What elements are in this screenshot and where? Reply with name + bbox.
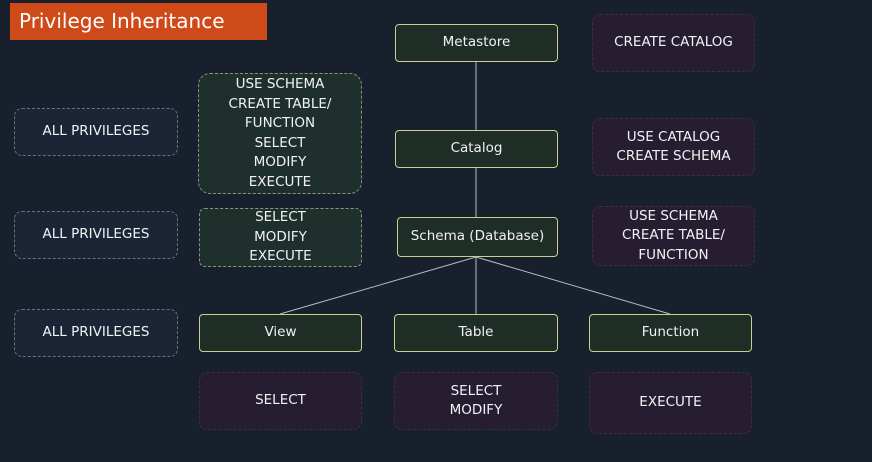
catalog-all-privileges: ALL PRIVILEGES [14,108,178,156]
schema-function-connector [475,256,671,315]
view-privileges: SELECT [199,372,362,430]
catalog-privileges: USE CATALOG CREATE SCHEMA [592,118,755,176]
page-title: Privilege Inheritance [10,3,267,40]
schema-inherited-grants: SELECT MODIFY EXECUTE [199,208,362,267]
schema-privileges: USE SCHEMA CREATE TABLE/ FUNCTION [592,206,755,266]
metastore-privileges: CREATE CATALOG [592,14,755,72]
catalog-inherited-grants: USE SCHEMA CREATE TABLE/ FUNCTION SELECT… [198,73,362,194]
schema-node: Schema (Database) [397,217,558,257]
function-node: Function [589,314,752,352]
table-privileges: SELECT MODIFY [394,372,558,430]
view-node: View [199,314,362,352]
function-privileges: EXECUTE [589,372,752,434]
metastore-node: Metastore [395,24,558,62]
schema-view-connector [279,256,477,315]
object-all-privileges: ALL PRIVILEGES [14,309,178,357]
schema-all-privileges: ALL PRIVILEGES [14,211,178,259]
catalog-node: Catalog [395,130,558,168]
table-node: Table [394,314,558,352]
